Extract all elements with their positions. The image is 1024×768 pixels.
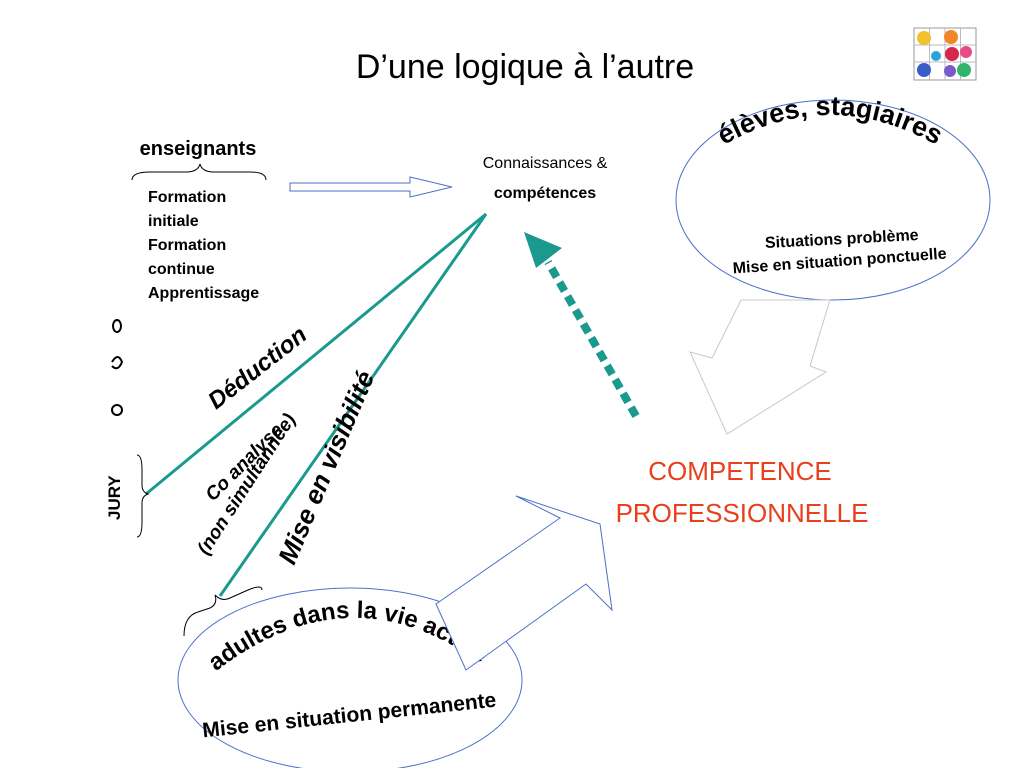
teachers-heading: enseignants — [140, 138, 257, 160]
competence-line1: COMPETENCE — [648, 456, 831, 486]
visibility-line — [218, 213, 488, 597]
puzzle-pieces-icon — [913, 27, 977, 81]
competence-line2: PROFESSIONNELLE — [616, 498, 869, 528]
wingding-symbols — [111, 319, 124, 416]
hollow-arrow-right — [289, 176, 453, 198]
teachers-brace — [131, 163, 267, 181]
visibility-label: Mise en visibilité — [272, 366, 380, 568]
dotted-arrow-shaft — [544, 260, 640, 418]
hollow-arrow-up-right — [435, 495, 613, 671]
deduction-line — [145, 212, 487, 496]
teachers-item: initiale — [148, 213, 199, 230]
jury-label: JURY — [105, 475, 124, 520]
jury-brace — [136, 454, 150, 538]
adults-brace — [183, 586, 263, 637]
hollow-arrow-down — [689, 299, 831, 435]
target-line1: Connaissances & — [483, 155, 608, 172]
teachers-item: continue — [148, 261, 215, 278]
teachers-item: Apprentissage — [148, 285, 259, 302]
page-title: D’une logique à l’autre — [356, 48, 694, 86]
adults-ellipse — [177, 587, 523, 768]
target-line2: compétences — [494, 185, 596, 202]
teachers-item: Formation — [148, 189, 226, 206]
teachers-item: Formation — [148, 237, 226, 254]
students-ellipse — [675, 99, 991, 301]
dotted-arrow-head — [524, 232, 562, 268]
